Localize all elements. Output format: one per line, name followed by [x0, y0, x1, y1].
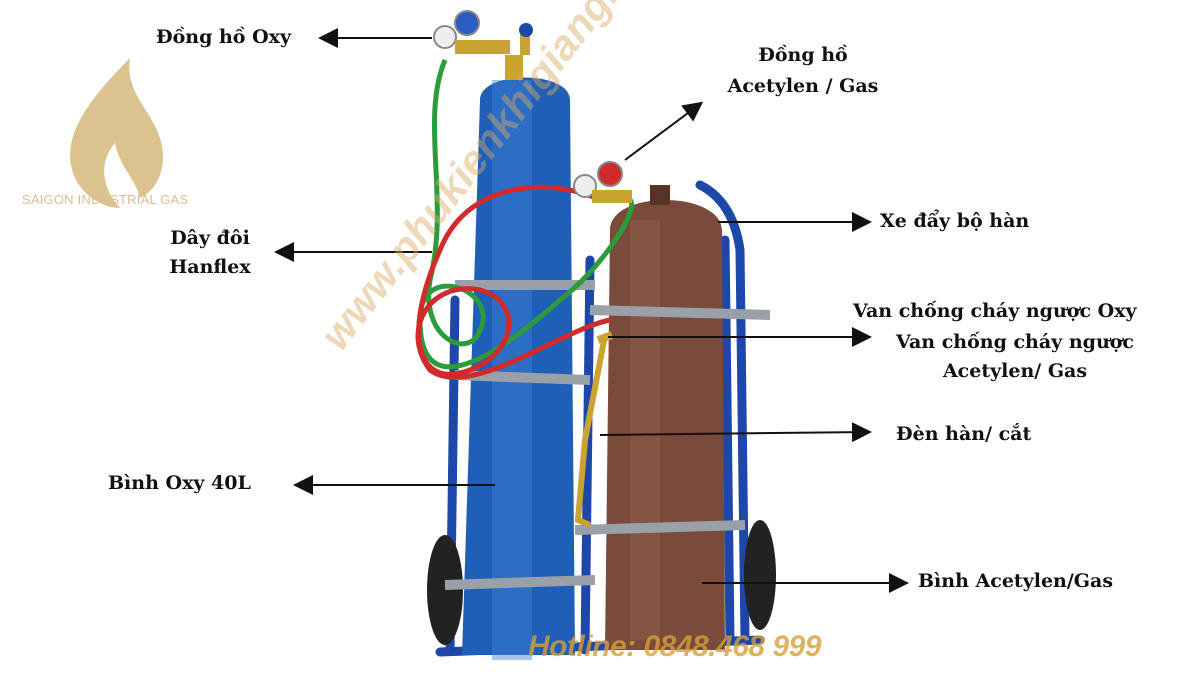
label-oxy-cylinder: Bình Oxy 40L — [108, 472, 251, 494]
label-oxy-gauge: Đồng hồ Oxy — [156, 26, 292, 48]
label-cart: Xe đẩy bộ hàn — [880, 210, 1030, 232]
wheel-left — [427, 535, 463, 645]
torch — [574, 331, 614, 528]
label-flashback-gas-line2: Acetylen/ Gas — [942, 359, 1088, 382]
label-hose-line2: Hanflex — [169, 255, 251, 278]
label-torch: Đèn hàn/ cắt — [896, 423, 1032, 445]
label-gas-gauge-line2: Acetylen / Gas — [727, 74, 879, 97]
label-gas-gauge: Đồng hồ Acetylen / Gas — [708, 44, 898, 98]
label-flashback-gas: Van chống cháy ngược Acetylen/ Gas — [870, 331, 1160, 383]
gas-regulator — [573, 161, 632, 203]
hoses — [415, 59, 634, 380]
arrow-gas-gauge — [624, 101, 704, 161]
oxy-regulator — [433, 10, 533, 55]
label-gas-cylinder: Bình Acetylen/Gas — [918, 570, 1114, 592]
label-flashback-oxy: Van chống cháy ngược Oxy — [853, 300, 1137, 322]
oxy-cylinder — [462, 55, 575, 660]
flame-logo-icon — [70, 58, 164, 208]
label-hose: Dây đôi Hanflex — [150, 227, 270, 279]
logo-text: SAIGON INDUSTRIAL GAS — [22, 192, 189, 207]
hotline-text: Hotline: 0848.468 999 — [528, 630, 822, 663]
gas-cylinder — [605, 185, 725, 650]
label-flashback-gas-line1: Van chống cháy ngược — [895, 331, 1134, 353]
callout-arrows — [274, 28, 909, 593]
label-hose-line1: Dây đôi — [170, 227, 250, 249]
label-gas-gauge-line1: Đồng hồ — [758, 44, 848, 66]
wheel-right — [744, 520, 776, 630]
arrow-torch — [599, 422, 872, 443]
